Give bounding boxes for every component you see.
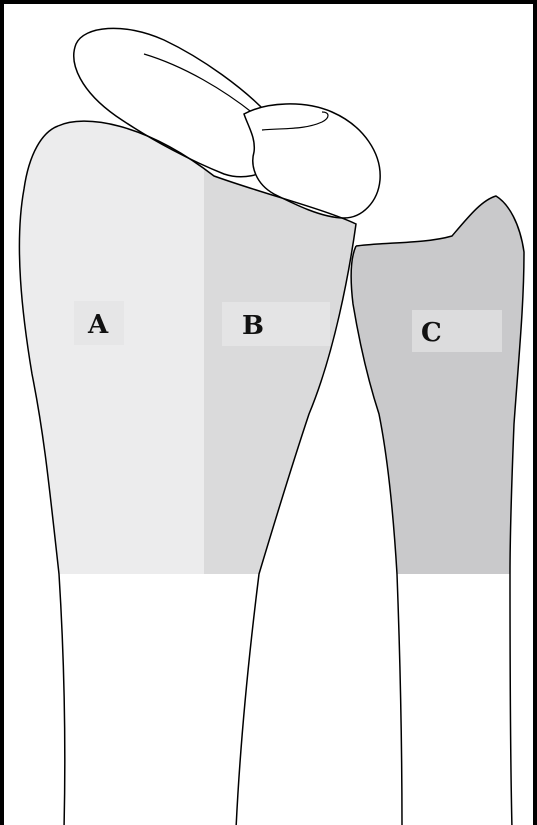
- zone-label-a: A: [87, 310, 109, 340]
- zone-c-region: [344, 184, 537, 574]
- label-box-b: [222, 302, 330, 346]
- wrist-bone-diagram: A B C: [4, 4, 537, 825]
- zone-label-b: B: [242, 311, 264, 341]
- zone-label-c: C: [421, 318, 442, 348]
